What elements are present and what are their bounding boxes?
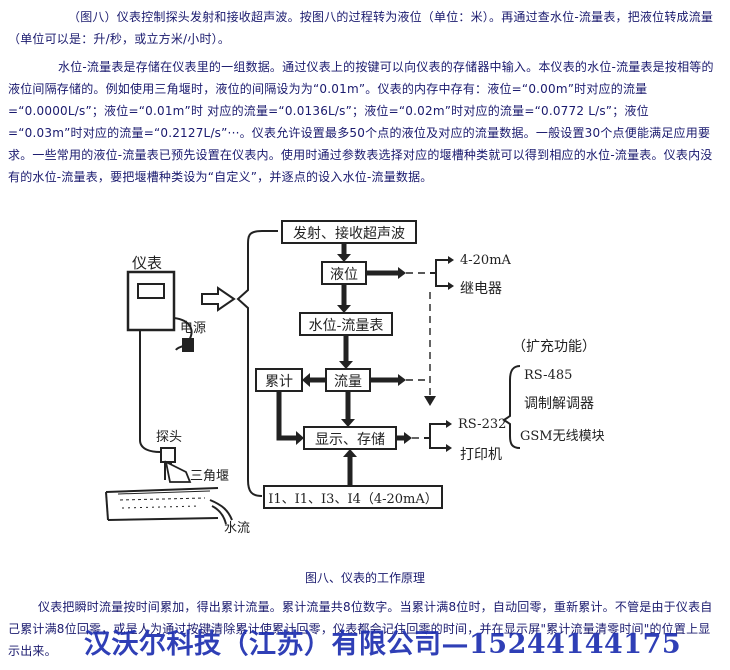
meter-label: 仪表 <box>132 254 162 272</box>
box-inputs-label: I1、I1、I3、I4（4-20mA） <box>268 492 438 507</box>
box-flow-label: 流量 <box>334 374 362 390</box>
channel-top-edge <box>105 487 219 493</box>
out-current-label: 4-20mA <box>460 253 512 268</box>
figure-caption: 图八、仪表的工作原理 <box>304 571 425 585</box>
box-emit <box>281 220 417 244</box>
out-printer-label: 打印机 <box>460 446 502 463</box>
channel-bottom-edge <box>107 517 219 521</box>
power-plug <box>182 338 194 352</box>
channel-hatch-2 <box>119 497 206 501</box>
channel-end <box>105 491 109 521</box>
arrow-cumulative-display <box>276 391 296 441</box>
box-inputs <box>263 485 443 509</box>
box-emit-label: 发射、接收超声波 <box>293 225 405 242</box>
cumulative-paragraph: 仪表把瞬时流量按时间累加，得出累计流量。累计流量共8位数字。当累计满8位时，自动… <box>8 600 713 658</box>
display-out-fork <box>424 423 446 449</box>
ext-title-label: （扩充功能） <box>512 339 596 355</box>
ext-rs485-label: RS-485 <box>524 368 572 383</box>
intro-paragraph: （图八）仪表控制探头发射和接收超声波。按图八的过程转为液位（单位：米）。再通过查… <box>8 10 714 46</box>
water-label: 水流 <box>224 521 250 536</box>
connector-arrow <box>424 396 436 406</box>
out-relay-label: 继电器 <box>460 281 502 297</box>
probe-head <box>160 447 176 463</box>
meter-screen <box>137 283 165 299</box>
channel-hatch-1 <box>117 490 211 495</box>
box-cumulative-label: 累计 <box>265 374 293 390</box>
box-table-label: 水位-流量表 <box>309 318 384 334</box>
probe-label: 探头 <box>156 430 182 445</box>
ext-modem-label: 调制解调器 <box>524 396 594 412</box>
weir-label: 三角堰 <box>190 469 229 484</box>
feedback-bracket <box>236 230 278 497</box>
channel-hatch-3 <box>121 505 201 509</box>
weir-plate <box>164 460 192 483</box>
out-rs232-label: RS-232 <box>458 417 506 432</box>
box-level-label: 液位 <box>330 267 358 283</box>
power-label: 电源 <box>180 321 206 336</box>
meter-body <box>126 270 176 332</box>
expansion-brace <box>502 365 521 449</box>
table-description-paragraph: 水位-流量表是存储在仪表里的一组数据。通过仪表上的按键可以向仪表的存储器中输入。… <box>8 60 714 184</box>
meter-unit: 仪表 电源 探头 三角堰 水流 <box>105 254 250 536</box>
hollow-arrow <box>201 286 236 312</box>
probe-cable <box>139 330 166 453</box>
company-watermark: 汉沃尔科技（江苏）有限公司—15244144175 <box>84 629 682 660</box>
water-flow-1 <box>209 499 233 521</box>
box-display-label: 显示、存储 <box>315 432 385 448</box>
level-out-fork <box>430 259 448 287</box>
water-flow-2 <box>211 505 227 525</box>
ext-gsm-label: GSM无线模块 <box>520 429 605 444</box>
